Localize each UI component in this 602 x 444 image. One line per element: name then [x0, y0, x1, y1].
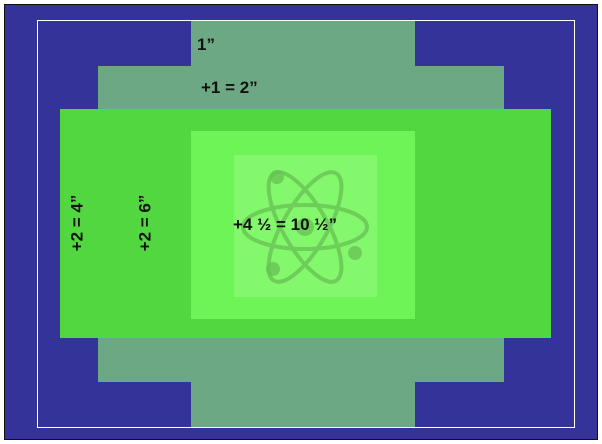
- label-layer-4: +2 = 6”: [135, 194, 155, 252]
- label-center: +4 ½ = 10 ½”: [233, 215, 337, 234]
- label-layer-1: 1”: [197, 35, 215, 54]
- label-layer-2: +1 = 2”: [201, 78, 258, 97]
- atom-icon: [241, 170, 369, 284]
- label-layer-3: +2 = 4”: [67, 194, 87, 252]
- slide-frame: [37, 20, 575, 428]
- slide-background: 1” +1 = 2” +2 = 4” +2 = 6” +4 ½ = 10 ½”: [4, 4, 598, 440]
